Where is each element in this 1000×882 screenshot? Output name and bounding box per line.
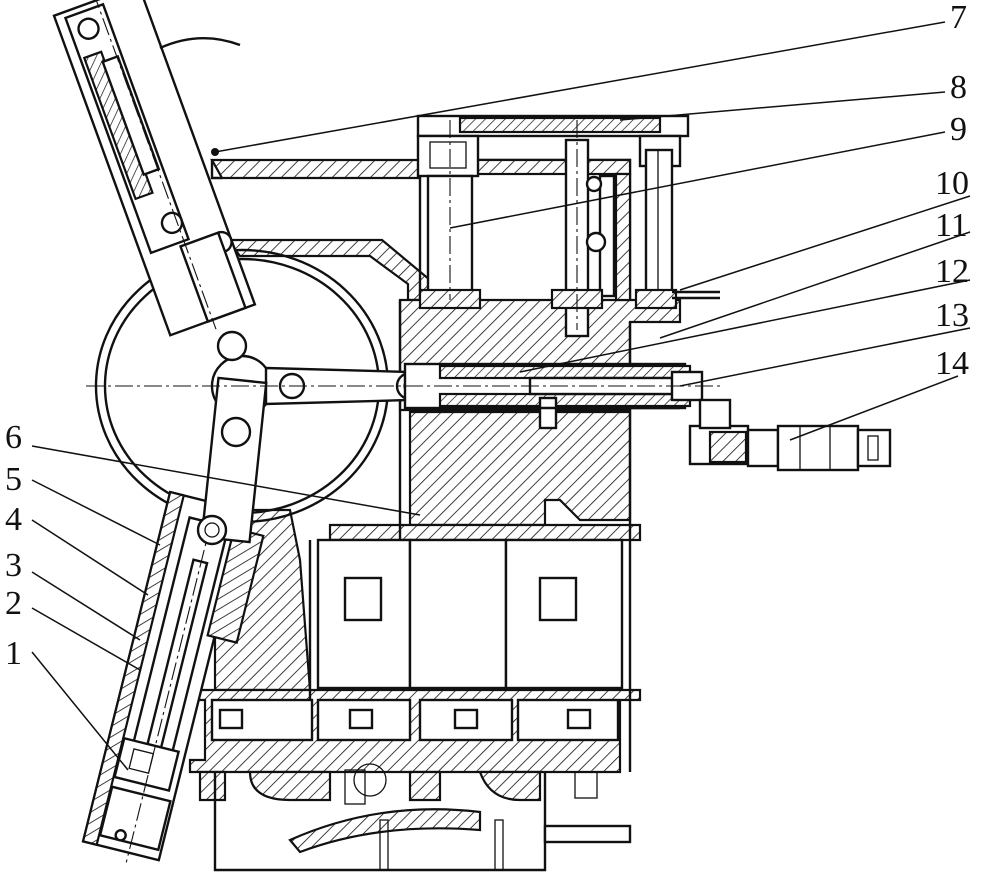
label-13: 13	[935, 297, 969, 334]
base-foundation	[198, 763, 632, 872]
label-12: 12	[935, 253, 969, 290]
pivot-link	[196, 330, 268, 546]
label-2: 2	[5, 585, 22, 622]
label-7: 7	[950, 0, 967, 36]
label-4: 4	[5, 501, 22, 538]
lower-cylinder	[81, 490, 265, 863]
label-8: 8	[950, 69, 967, 106]
label-6: 6	[5, 419, 22, 456]
part-labels: 7 8 9 10 11 12 13 14 6 5 4 3 2 1	[5, 0, 969, 672]
label-11: 11	[935, 207, 968, 244]
label-14: 14	[935, 345, 969, 382]
drive-motor	[688, 398, 892, 472]
label-3: 3	[5, 547, 22, 584]
leader-lines	[31, 21, 971, 771]
label-5: 5	[5, 461, 22, 498]
label-1: 1	[5, 635, 22, 672]
label-10: 10	[935, 165, 969, 202]
upper-tilted-arm	[52, 0, 257, 337]
gear-train	[416, 114, 720, 338]
label-9: 9	[950, 111, 967, 148]
